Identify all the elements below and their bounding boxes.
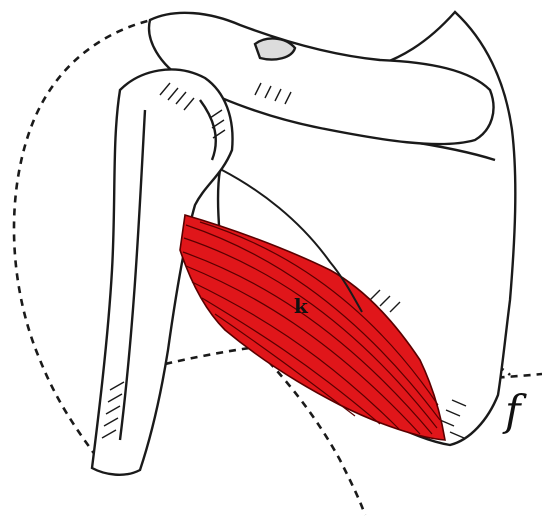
label-k: k — [294, 294, 308, 318]
coracoid — [255, 38, 295, 59]
label-f: f — [505, 386, 521, 435]
